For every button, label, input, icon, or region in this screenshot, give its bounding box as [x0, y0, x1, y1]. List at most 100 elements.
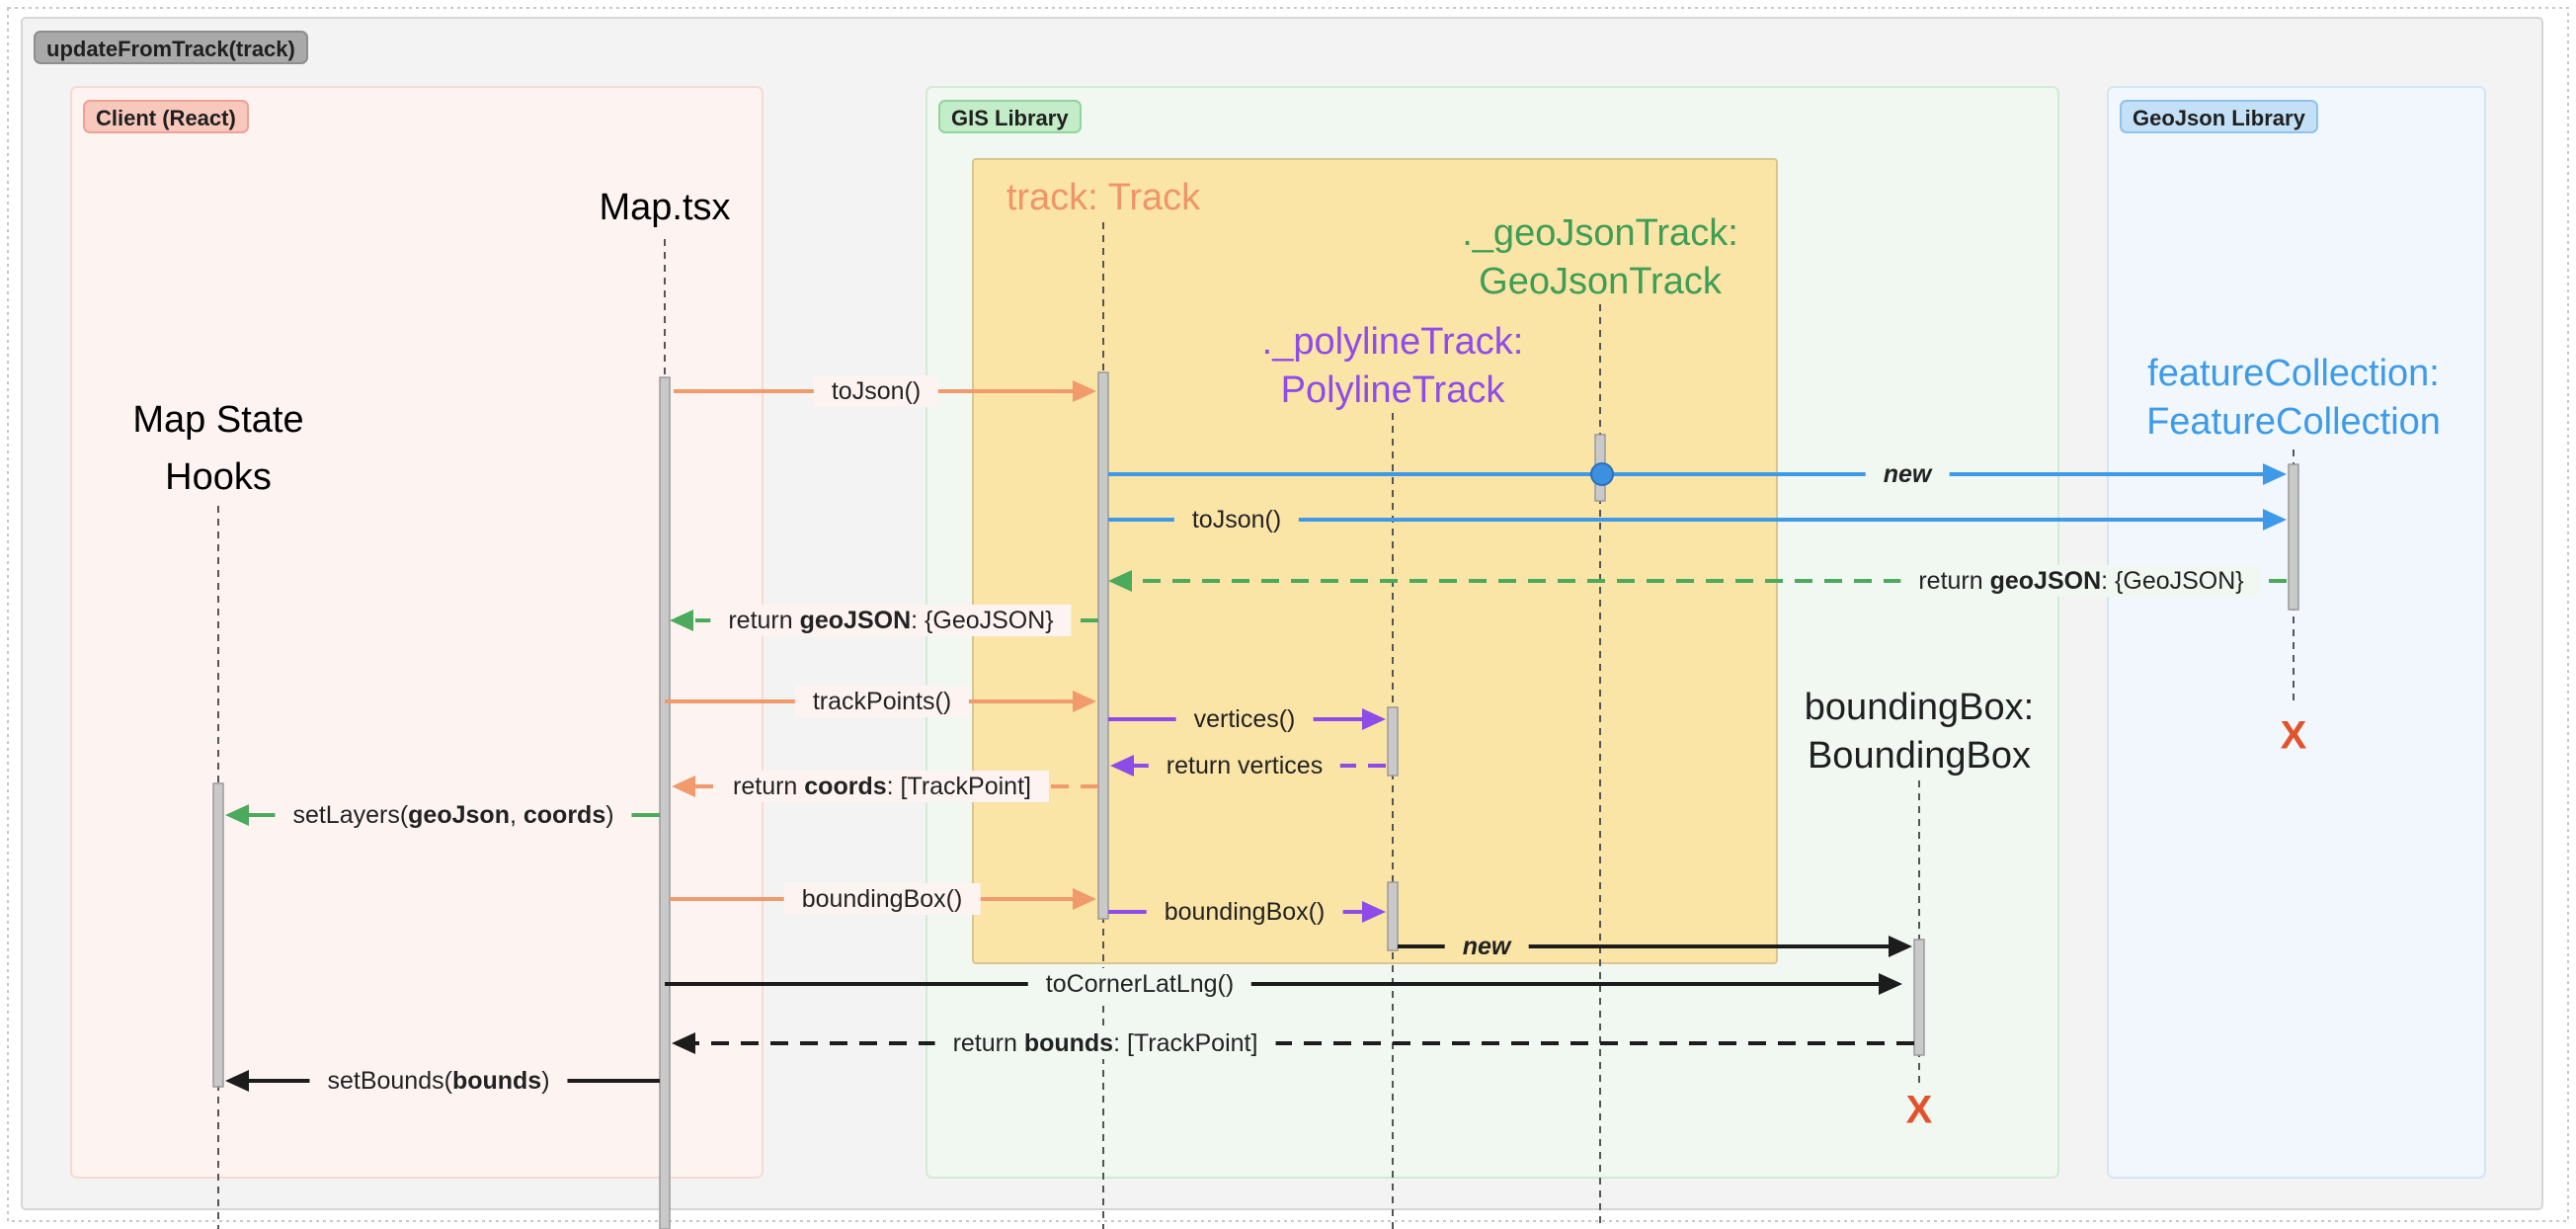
group-label-geojson: GeoJson Library	[2120, 100, 2318, 133]
frame-title-badge: updateFromTrack(track)	[34, 31, 308, 64]
message-label-part: coords	[804, 773, 887, 800]
activation-bar-polyline-1	[1387, 706, 1399, 777]
message-arrowhead-m14	[1879, 973, 1902, 995]
message-junction-dot	[1590, 462, 1614, 486]
message-label-part: bounds	[1023, 1029, 1114, 1057]
message-arrowhead-m12	[1362, 901, 1386, 923]
message-arrowhead-m13	[1889, 936, 1912, 957]
message-label-part: toJson()	[1191, 506, 1282, 533]
participant-label-line: FeatureCollection	[2146, 401, 2441, 443]
message-label-part: return	[1918, 567, 1990, 595]
message-label-part: geoJSON	[1989, 567, 2102, 595]
message-label-part: boundingBox()	[801, 885, 963, 913]
message-label-part: trackPoints()	[812, 688, 952, 715]
message-label-part: return	[733, 773, 805, 800]
group-client	[70, 86, 764, 1179]
participant-map-tsx: Map.tsx	[599, 184, 730, 232]
message-label-part: return	[728, 607, 800, 634]
message-arrowhead-m2	[2263, 463, 2287, 485]
message-label-m5: return geoJSON: {GeoJSON}	[710, 605, 1072, 636]
message-label-m16: setBounds(bounds)	[309, 1065, 568, 1097]
message-label-m13: new	[1444, 931, 1529, 962]
message-arrowhead-m4	[1108, 570, 1132, 592]
message-label-part: coords	[523, 801, 606, 829]
message-label-part: vertices()	[1193, 705, 1296, 733]
activation-bar-feature-collection	[2288, 463, 2299, 611]
message-label-part: ,	[509, 801, 523, 829]
participant-bounding-box: boundingBox: BoundingBox	[1805, 684, 2034, 780]
message-arrowhead-m5	[670, 610, 693, 631]
participant-label-line: Map.tsx	[599, 187, 731, 228]
message-label-m11: boundingBox()	[783, 883, 981, 915]
group-label-gis: GIS Library	[938, 100, 1082, 133]
participant-label-line: GeoJsonTrack	[1479, 261, 1722, 302]
message-label-part: : {GeoJSON}	[911, 607, 1054, 634]
participant-label-line: Map State	[132, 399, 304, 441]
participant-map-state-hooks: Map State Hooks	[132, 391, 303, 506]
message-label-part: setLayers(	[292, 801, 409, 829]
message-label-m4: return geoJSON: {GeoJSON}	[1900, 565, 2262, 597]
participant-polyline-track: ._polylineTrack: PolylineTrack	[1262, 318, 1524, 415]
message-label-m15: return bounds: [TrackPoint]	[934, 1027, 1276, 1059]
participant-label-line: BoundingBox	[1807, 735, 2032, 777]
participant-label-line: track: Track	[1006, 177, 1201, 218]
message-label-m2: new	[1865, 458, 1950, 490]
participant-label-line: Hooks	[165, 456, 272, 498]
message-label-part: return	[952, 1029, 1024, 1057]
participant-label-line: ._polylineTrack:	[1261, 321, 1524, 363]
message-label-part: : [TrackPoint]	[886, 773, 1031, 800]
message-label-part: toCornerLatLng()	[1045, 970, 1235, 998]
outer-frame-dotted	[7, 7, 2569, 1222]
participant-track: track: Track	[1006, 174, 1200, 222]
message-label-part: boundingBox()	[1164, 898, 1326, 926]
participant-geojson-track: ._geoJsonTrack: GeoJsonTrack	[1462, 209, 1738, 306]
message-label-part: setBounds(	[327, 1067, 452, 1095]
message-label-m14: toCornerLatLng()	[1027, 968, 1252, 1000]
participant-feature-collection: featureCollection: FeatureCollection	[2146, 350, 2441, 447]
participant-label-line: boundingBox:	[1804, 687, 2035, 728]
participant-label-line: PolylineTrack	[1280, 369, 1505, 411]
activation-bar-track	[1097, 371, 1109, 920]
group-label-client: Client (React)	[83, 100, 249, 133]
message-label-m6: trackPoints()	[794, 686, 970, 717]
message-arrowhead-m3	[2263, 509, 2287, 531]
message-label-part: : {GeoJSON}	[2101, 567, 2244, 595]
group-geojson	[2107, 86, 2486, 1179]
message-label-m8: return vertices	[1148, 750, 1341, 781]
message-label-part: toJson()	[831, 377, 922, 405]
message-label-m12: boundingBox()	[1146, 896, 1343, 928]
message-label-m10: setLayers(geoJson, coords)	[275, 799, 632, 831]
message-label-part: geoJson	[408, 801, 510, 829]
message-label-m9: return coords: [TrackPoint]	[715, 771, 1049, 802]
message-arrowhead-m7	[1362, 708, 1386, 730]
destroy-marker-feature-collection: X	[2280, 713, 2307, 758]
message-arrowhead-m9	[672, 776, 695, 797]
message-label-part: geoJSON	[799, 607, 912, 634]
message-arrowhead-m11	[1073, 888, 1096, 910]
message-arrowhead-m15	[672, 1032, 695, 1054]
message-label-m1: toJson()	[813, 375, 939, 407]
message-label-m3: toJson()	[1173, 504, 1300, 535]
activation-bar-hooks	[212, 782, 224, 1088]
activation-bar-polyline-2	[1387, 881, 1399, 951]
message-arrowhead-m1	[1073, 380, 1096, 402]
activation-bar-bounding-box	[1913, 939, 1925, 1056]
message-label-part: : [TrackPoint]	[1113, 1029, 1258, 1057]
message-arrowhead-m8	[1110, 755, 1134, 777]
message-label-part: return vertices	[1166, 752, 1324, 779]
participant-label-line: featureCollection:	[2147, 353, 2440, 394]
message-label-part: new	[1462, 933, 1511, 960]
message-label-part: )	[541, 1067, 550, 1095]
message-label-m7: vertices()	[1175, 703, 1314, 735]
message-arrowhead-m16	[225, 1070, 249, 1092]
participant-label-line: ._geoJsonTrack:	[1462, 212, 1738, 254]
message-arrowhead-m6	[1073, 691, 1096, 712]
message-label-part: new	[1883, 460, 1932, 488]
message-label-part: )	[605, 801, 614, 829]
message-arrowhead-m10	[225, 804, 249, 826]
activation-bar-map	[659, 376, 671, 1229]
message-label-part: bounds	[451, 1067, 542, 1095]
destroy-marker-bounding-box: X	[1905, 1088, 1933, 1132]
